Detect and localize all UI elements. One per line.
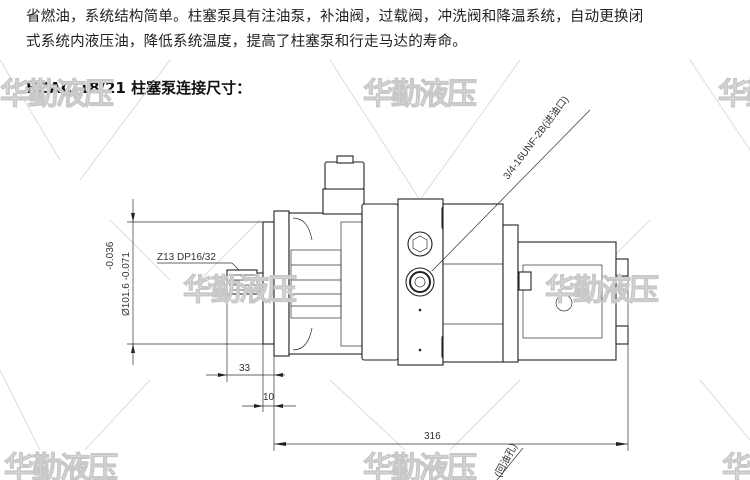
svg-text:华勤液压: 华勤液压 (183, 273, 297, 308)
svg-text:华勤液压: 华勤液压 (722, 451, 750, 480)
valve-block (322, 188, 365, 215)
svg-text:华勤液压: 华勤液压 (545, 273, 659, 308)
svg-text:华勤液压: 华勤液压 (363, 77, 477, 112)
rear-cover (502, 224, 519, 363)
plug-icon (407, 231, 433, 257)
paragraph-line-1: 省燃油，系统结构简单。柱塞泵具有注油泵，补油阀，过载阀，冲洗阀和降温系统，自动更… (26, 9, 644, 25)
rear-body (442, 203, 504, 363)
port-block (361, 203, 399, 361)
svg-text:华勤液压: 华勤液压 (4, 451, 118, 480)
diameter-dimension: Ø101.6 -0.071 -0.036 (105, 199, 264, 365)
pump-body (226, 155, 629, 366)
solenoid-nut (336, 155, 354, 164)
svg-text:华勤液压: 华勤液压 (363, 451, 477, 480)
return-port-callout: (回油孔) (491, 441, 524, 480)
spline-callout: Z13 DP16/32 (157, 252, 241, 272)
section-heading: HZAC-18/21 柱塞泵连接尺寸： (26, 79, 252, 97)
length-dimensions: 33 10 316 (206, 276, 629, 451)
diameter-tolerance-upper: -0.036 (105, 241, 116, 270)
dim-10: 10 (263, 392, 275, 403)
svg-text:华勤液压: 华勤液压 (718, 77, 750, 112)
solenoid (324, 161, 365, 190)
dim-316: 316 (424, 431, 441, 442)
svg-text:华勤液压: 华勤液压 (0, 77, 114, 112)
housing (288, 212, 363, 355)
diameter-label: Ø101.6 -0.071 (121, 252, 132, 316)
return-port-label: (回油孔) (491, 441, 520, 479)
watermarks: 华勤液压 华勤液压 华勤液压 华勤液压 华勤液压 华勤液压 华勤液压 华勤液压 (0, 77, 750, 480)
spline-label: Z13 DP16/32 (157, 252, 216, 263)
inlet-port-label: 3/4-16UNF-2B(进油口) (500, 93, 571, 182)
charge-pump (517, 241, 617, 361)
paragraph-line-2: 式系统内液压油，降低系统温度，提高了柱塞泵和行走马达的寿命。 (26, 34, 467, 50)
dim-33: 33 (239, 363, 251, 374)
